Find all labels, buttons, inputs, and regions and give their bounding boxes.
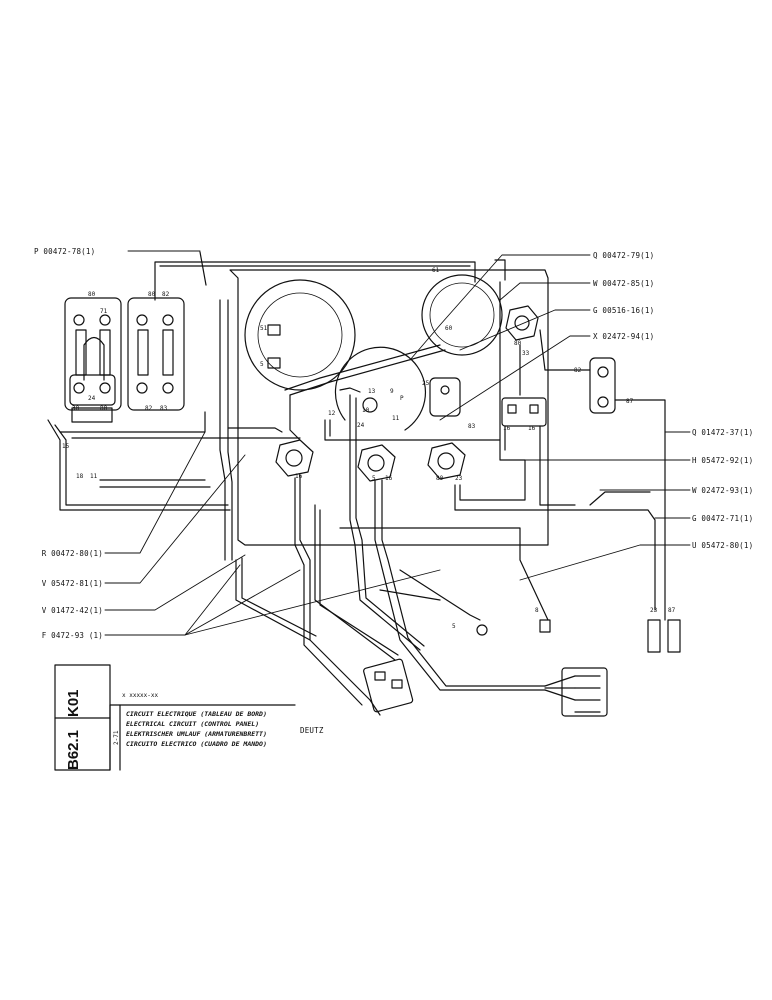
- flasher-relay: [69, 336, 116, 423]
- pin-label: 15: [62, 443, 70, 450]
- pin-label: 25: [422, 380, 430, 387]
- switch-right: [427, 442, 466, 480]
- title-es: CIRCUITO ELECTRICO (CUADRO DE MANDO): [126, 740, 267, 748]
- pin-label: 80: [148, 291, 156, 298]
- callout-label-w2: W 02472-93(1): [692, 486, 753, 495]
- pin-label: 23: [650, 607, 658, 614]
- pin-label: 11: [90, 473, 98, 480]
- pin-label: 24: [88, 395, 96, 402]
- title-en: ELECTRICAL CIRCUIT (CONTROL PANEL): [126, 720, 259, 728]
- pin-label: 83: [160, 405, 168, 412]
- pin-label: P: [400, 395, 404, 402]
- pin-label: 23: [455, 475, 463, 482]
- dial-right: [421, 274, 503, 356]
- pin-label: 16: [385, 475, 393, 482]
- ref-right: B62.1: [65, 730, 82, 770]
- pin-label: 82: [162, 291, 170, 298]
- pin-label: 80: [514, 340, 522, 347]
- plug-connector-left: [363, 658, 414, 713]
- sensor-right: [667, 619, 681, 653]
- switch-top-right: [505, 305, 539, 341]
- center-gauge: [334, 346, 427, 431]
- fuse-box-1: [64, 297, 122, 411]
- pin-label: 12: [328, 410, 336, 417]
- callout-label-w1: W 00472-85(1): [593, 279, 654, 288]
- pin-label: 9: [390, 388, 394, 395]
- pin-label: 5: [452, 623, 456, 630]
- pin-label: 61: [432, 267, 440, 274]
- callout-label-v2: V 01472-42(1): [42, 606, 103, 615]
- pin-label: 33: [522, 350, 530, 357]
- pin-label: 10: [362, 407, 370, 414]
- pin-label: 11: [392, 415, 400, 422]
- callout-label-u: U 05472-80(1): [692, 541, 753, 550]
- pin-label: 16: [503, 425, 511, 432]
- sensor-left: [647, 619, 661, 653]
- callout-label-g1: G 00516-16(1): [593, 306, 654, 315]
- title-de: ELEKTRISCHER UMLAUF (ARMATURENBRETT): [126, 730, 267, 738]
- lamp-holder: [589, 357, 616, 414]
- callout-label-p: P 00472-78(1): [34, 247, 95, 256]
- pin-label: 87: [668, 607, 676, 614]
- fuse-box-2: [127, 297, 185, 411]
- pin-label: 82: [574, 367, 582, 374]
- relay-box: [501, 397, 547, 427]
- pin-label: 80: [88, 291, 96, 298]
- pin-label: 80: [100, 405, 108, 412]
- indicator-box: [429, 377, 461, 417]
- callout-label-g2: G 00472-71(1): [692, 514, 753, 523]
- pin-label: 80: [436, 475, 444, 482]
- pin-label: 16: [528, 425, 536, 432]
- callout-label-r: R 00472-80(1): [42, 549, 103, 558]
- pin-label: 82: [145, 405, 153, 412]
- pin-label: 71: [100, 308, 108, 315]
- pin-label: 24: [357, 422, 365, 429]
- small-id: x xxxxx-xx: [122, 692, 159, 699]
- pin-label: 5: [372, 475, 376, 482]
- pin-label: 60: [445, 325, 453, 332]
- pin-label: 30: [72, 405, 80, 412]
- pin-label: 13: [368, 388, 376, 395]
- pin-label: 8: [535, 607, 539, 614]
- brand-label: DEUTZ: [300, 726, 324, 735]
- callout-label-x: X 02472-94(1): [593, 332, 654, 341]
- title-block-frame: [54, 664, 296, 771]
- switch-left: [275, 439, 314, 477]
- pin-label: 87: [626, 398, 634, 405]
- callout-label-h: H 05472-92(1): [692, 456, 753, 465]
- switch-center: [357, 444, 396, 482]
- dial-left: [244, 279, 356, 391]
- control-panel-outline: [229, 269, 549, 546]
- callout-label-q1: Q 00472-79(1): [593, 251, 654, 260]
- plug-connector-right: [561, 667, 608, 717]
- callout-label-q2: Q 01472-37(1): [692, 428, 753, 437]
- callout-label-v1: V 05472-81(1): [42, 579, 103, 588]
- pin-label: 51: [260, 325, 268, 332]
- ref-left: K01: [65, 689, 82, 717]
- pin-label: 18: [76, 473, 84, 480]
- pin-label: 83: [468, 423, 476, 430]
- drawing-code: 2-71: [113, 730, 120, 745]
- pin-label: 5: [260, 361, 264, 368]
- pin-label: 16: [295, 473, 303, 480]
- title-fr: CIRCUIT ELECTRIQUE (TABLEAU DE BORD): [126, 710, 267, 718]
- callout-label-f: F 0472-93 (1): [42, 631, 103, 640]
